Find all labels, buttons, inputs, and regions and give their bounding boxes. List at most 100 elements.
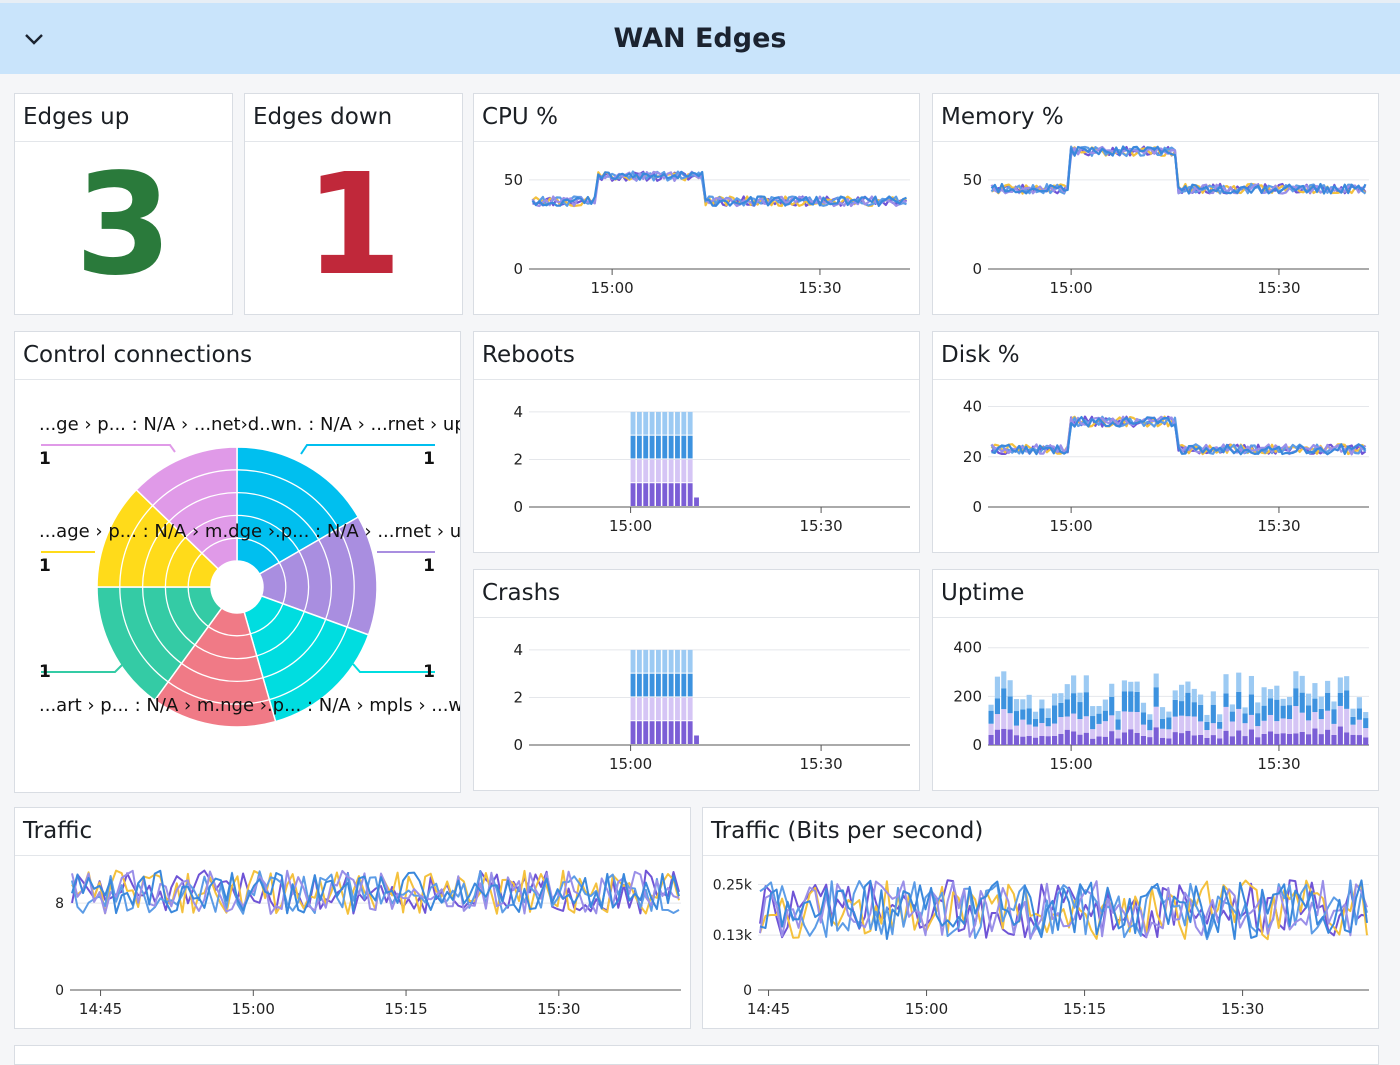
x-tick-label: 15:00 <box>609 517 652 535</box>
bar-segment <box>1128 711 1134 730</box>
edges-down-panel[interactable]: Edges down 1 <box>244 93 463 315</box>
bar-segment <box>1242 736 1248 745</box>
bar-segment <box>1153 706 1159 728</box>
bar-segment <box>1026 724 1032 737</box>
bar-segment <box>662 483 668 506</box>
y-tick-label: 0.13k <box>713 928 753 944</box>
bar-segment <box>656 721 661 744</box>
bar-segment <box>656 411 661 435</box>
bar-segment <box>1147 714 1153 720</box>
bar-segment <box>1071 675 1077 694</box>
x-tick-label: 15:15 <box>384 1000 427 1018</box>
panel-divider <box>15 141 232 142</box>
bar-segment <box>649 697 655 721</box>
bar-segment <box>1274 733 1280 745</box>
bar-segment <box>1293 706 1299 734</box>
panel-title: Edges up <box>23 104 130 130</box>
bar-segment <box>636 721 642 744</box>
control-connections-sunburst[interactable]: ...ge › p... : N/A › ...net›d..wn. : N/A… <box>15 380 460 792</box>
bar-segment <box>1020 699 1026 710</box>
control-connections-panel[interactable]: Control connections ...ge › p... : N/A ›… <box>14 331 461 793</box>
bar-segment <box>1147 737 1153 745</box>
bar-segment <box>1140 712 1147 725</box>
bar-segment <box>643 649 649 673</box>
bar-segment <box>1179 733 1185 745</box>
series-line <box>71 869 680 915</box>
sunburst-ring <box>187 537 287 637</box>
bar-segment <box>1350 724 1356 735</box>
bar-segment <box>1325 680 1331 693</box>
bar-segment <box>649 649 655 673</box>
bar-segment <box>649 411 655 435</box>
next-panel-edge <box>14 1045 1379 1065</box>
chevron-down-icon[interactable] <box>22 29 46 49</box>
bar-segment <box>1090 738 1096 745</box>
bar-segment <box>656 459 661 483</box>
x-tick-label: 15:00 <box>1050 517 1093 535</box>
bar-segment <box>694 735 699 744</box>
bar-segment <box>636 435 642 459</box>
y-tick-label: 400 <box>953 639 982 657</box>
bar-segment <box>687 483 693 506</box>
bar-segment <box>1077 702 1083 720</box>
bar-segment <box>1261 705 1267 721</box>
series-line <box>759 879 1368 939</box>
y-tick-label: 20 <box>963 448 982 466</box>
bar-segment <box>668 697 674 721</box>
bar-segment <box>1255 702 1261 714</box>
bar-segment <box>1058 702 1064 718</box>
panel-title: CPU % <box>482 104 558 130</box>
bar-segment <box>1147 719 1153 731</box>
bar-segment <box>662 721 668 744</box>
bar-segment <box>1261 687 1267 706</box>
bar-segment <box>1286 733 1293 745</box>
bar-segment <box>1128 681 1134 692</box>
bar-segment <box>1039 723 1045 737</box>
bar-segment <box>649 673 655 697</box>
bar-segment <box>1109 683 1115 697</box>
bar-segment <box>1172 716 1178 733</box>
bar-segment <box>1191 702 1197 717</box>
bar-segment <box>1166 717 1172 730</box>
bar-segment <box>1350 716 1356 725</box>
bar-segment <box>1052 705 1058 724</box>
dashboard-group-header: WAN Edges <box>0 0 1400 74</box>
bar-segment <box>1229 736 1235 745</box>
bar-segment <box>1350 734 1356 745</box>
bar-segment <box>1198 694 1204 705</box>
bar-segment <box>1115 719 1121 730</box>
bar-segment <box>994 676 1000 699</box>
bar-segment <box>1318 719 1324 735</box>
bar-segment <box>1363 728 1369 738</box>
bar-segment <box>1325 692 1331 711</box>
connection-count: 1 <box>423 662 435 682</box>
bar-segment <box>1299 675 1305 693</box>
bar-segment <box>656 483 661 506</box>
bar-segment <box>1013 711 1020 726</box>
bar-segment <box>1128 729 1134 745</box>
connection-count: 1 <box>423 449 435 469</box>
x-tick-label: 15:30 <box>537 1000 580 1018</box>
bar-segment <box>1064 716 1070 730</box>
bar-segment <box>675 649 680 673</box>
edges-up-panel[interactable]: Edges up 3 <box>14 93 233 315</box>
bar-segment <box>681 435 687 459</box>
bar-segment <box>636 649 642 673</box>
bar-segment <box>656 697 661 721</box>
